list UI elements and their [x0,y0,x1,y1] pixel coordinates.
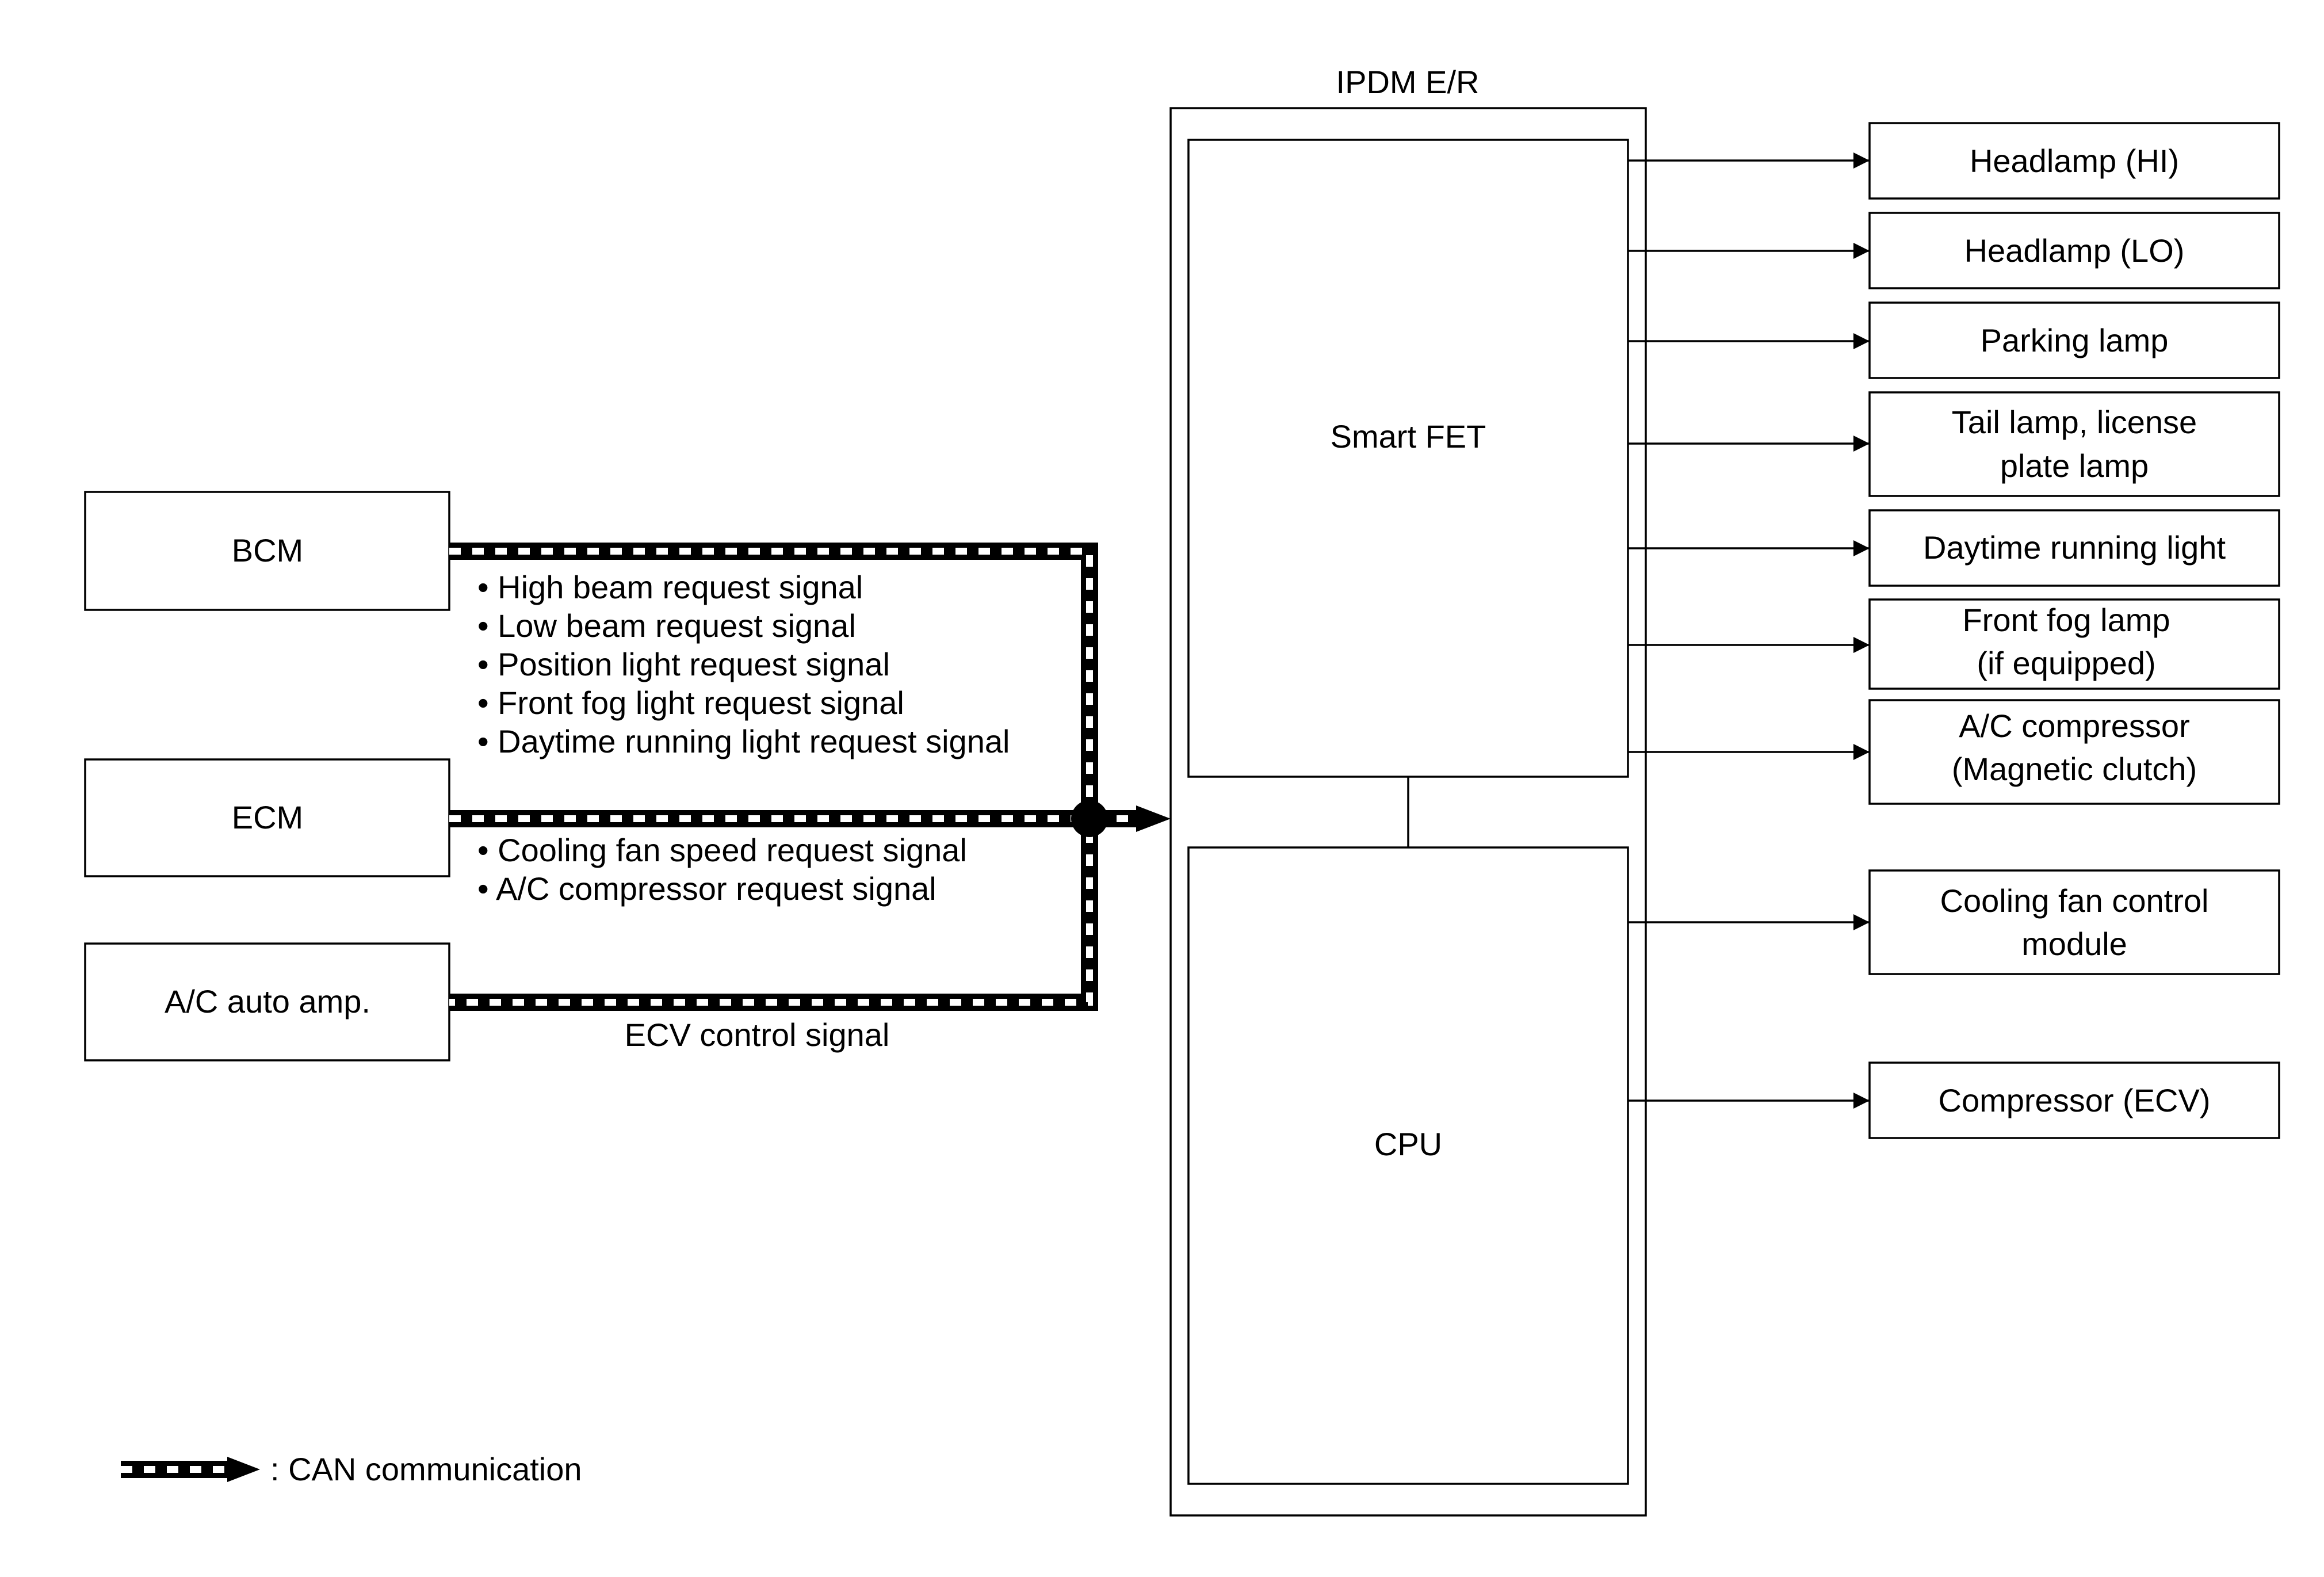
headlamp-lo-label: Headlamp (LO) [1964,232,2185,269]
ac-auto-amp-label: A/C auto amp. [165,983,370,1019]
bcm-signal-list: • High beam request signal • Low beam re… [477,569,1010,759]
ecm-label: ECM [232,799,303,835]
ecm-signal: • A/C compressor request signal [477,870,937,907]
ecm-signal: • Cooling fan speed request signal [477,832,967,868]
daytime-running-light-label: Daytime running light [1923,529,2226,566]
cpu-label: CPU [1374,1126,1442,1162]
ac-compressor-box [1868,699,2280,805]
bcm-signal: • Front fog light request signal [477,685,904,721]
front-fog-lamp-label-line1: Front fog lamp [1962,602,2170,638]
legend-label: : CAN communication [270,1451,582,1487]
can-bus-trunk-dashes [449,548,1093,1006]
input-units: BCM ECM A/C auto amp. [84,491,450,1061]
headlamp-hi-label: Headlamp (HI) [1970,143,2179,179]
ac-compressor-label-line2: (Magnetic clutch) [1952,751,2197,787]
bcm-signal: • Position light request signal [477,646,890,682]
tail-lamp-label-line2: plate lamp [2000,448,2149,484]
ipdm-er-module: IPDM E/R Smart FET CPU [1169,64,1647,1517]
can-bus-junction-dot [1071,800,1108,837]
parking-lamp-box [1868,301,2280,379]
ecm-signal-list: • Cooling fan speed request signal • A/C… [477,832,967,907]
ecm-box [84,758,450,877]
bcm-signal: • High beam request signal [477,569,863,605]
bcm-signal: • Low beam request signal [477,608,856,644]
headlamp-lo-box [1868,212,2280,289]
ecv-control-signal-label: ECV control signal [625,1017,890,1053]
tail-lamp-label-line1: Tail lamp, license [1952,404,2197,440]
tail-lamp-box [1868,391,2280,497]
parking-lamp-label: Parking lamp [1981,322,2169,358]
headlamp-hi-box [1868,122,2280,200]
front-fog-lamp-box [1868,598,2280,690]
cooling-fan-label-line2: module [2021,926,2127,962]
compressor-ecv-box [1868,1061,2280,1139]
can-bus [449,543,1171,1011]
can-bus-arrowhead [1136,805,1171,832]
ipdm-er-title: IPDM E/R [1336,64,1480,100]
bcm-box [84,491,450,611]
front-fog-lamp-label-line2: (if equipped) [1977,645,2155,681]
daytime-running-light-box [1868,509,2280,587]
smart-fet-label: Smart FET [1331,418,1486,455]
ac-compressor-label-line1: A/C compressor [1959,708,2189,744]
legend-can-arrowhead [227,1457,260,1482]
bcm-signal: • Daytime running light request signal [477,723,1010,759]
bcm-label: BCM [232,532,303,568]
output-wires [1628,152,1870,1109]
cooling-fan-label-line1: Cooling fan control [1940,883,2209,919]
smart-fet-block [1187,139,1629,778]
compressor-ecv-label: Compressor (ECV) [1939,1082,2211,1118]
cpu-block [1187,846,1629,1485]
output-loads: Headlamp (HI) Headlamp (LO) Parking lamp… [1868,122,2280,1139]
legend: : CAN communication [121,1451,582,1487]
cooling-fan-control-module-box [1868,869,2280,975]
